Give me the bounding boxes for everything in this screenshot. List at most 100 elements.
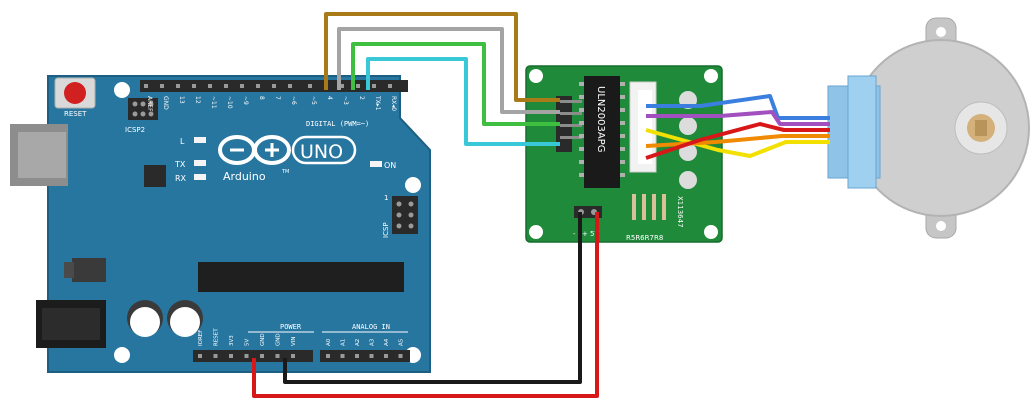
led-l <box>194 137 206 143</box>
digital-pin <box>356 84 360 88</box>
on-label: ON <box>384 161 396 170</box>
icsp-pin1-label: 1 <box>384 194 388 202</box>
power-pin <box>213 354 218 358</box>
digital-pin <box>388 84 392 88</box>
mounting-hole <box>114 82 130 98</box>
analog-pin-label: A2 <box>355 339 361 346</box>
uln2003-chip <box>579 76 625 188</box>
chip-leg <box>620 82 625 86</box>
chip-label: ULN2003APG <box>595 86 606 152</box>
digital-pin <box>256 84 260 88</box>
power-pin <box>260 354 264 358</box>
chip-leg <box>579 121 584 125</box>
digital-pin-label: TX▸1 <box>374 95 381 111</box>
usb-connector <box>10 124 68 186</box>
stepper-motor <box>827 17 1030 239</box>
led-tx-label: TX <box>174 160 186 169</box>
power-pin-label: 3V3 <box>229 335 235 346</box>
motor-wire-red <box>645 122 830 160</box>
power-pin-label: RESET <box>214 328 220 346</box>
chip-leg <box>579 82 584 86</box>
analog-pin-label: A4 <box>384 338 390 346</box>
analog-pin-labels: A0 A1 A2 A3 A4 A5 <box>326 338 405 346</box>
signal-wires <box>324 12 560 146</box>
trademark: TM <box>281 169 289 175</box>
power-pin-label: GND <box>276 333 282 346</box>
mounting-hole <box>704 225 718 239</box>
motor-wire-blue <box>646 94 830 120</box>
digital-pin <box>144 84 148 88</box>
chip-leg <box>620 160 625 164</box>
analog-pin <box>369 354 374 358</box>
analog-pin-label: A0 <box>326 338 332 346</box>
digital-pin <box>340 84 344 88</box>
digital-pin <box>192 84 196 88</box>
digital-label: DIGITAL (PWM=~) <box>306 120 369 128</box>
brand-label: Arduino <box>223 170 266 183</box>
digital-pin-label: ~10 <box>226 96 233 109</box>
digital-pin <box>176 84 180 88</box>
capacitor <box>167 300 203 337</box>
wire-pin11-to-in4 <box>366 57 560 146</box>
chip-leg <box>579 147 584 151</box>
chip-leg <box>620 121 625 125</box>
power-minus-label: - <box>573 230 576 238</box>
analog-pin-label: A5 <box>399 338 405 346</box>
digital-pin <box>224 84 228 88</box>
digital-pin <box>308 84 312 88</box>
power-pin <box>198 354 202 358</box>
connector-label: X113647 <box>676 196 684 228</box>
mounting-hole <box>405 177 421 193</box>
led-rx-label: RX <box>175 174 187 183</box>
led-rx <box>194 174 206 180</box>
reset-label: RESET <box>64 110 87 118</box>
power-label: POWER <box>280 323 302 331</box>
analog-pin-label: A1 <box>341 339 347 346</box>
icsp-label: ICSP <box>382 222 390 238</box>
power-5v-label: 5V <box>590 230 599 238</box>
digital-pin-label: ~11 <box>210 96 217 109</box>
resistor-array <box>632 194 666 220</box>
led-tx <box>194 160 206 166</box>
power-pin <box>275 354 280 358</box>
analog-pin <box>398 354 403 358</box>
led-on <box>370 161 382 167</box>
digital-pin-label: ~9 <box>242 96 249 105</box>
digital-pin-label: 7 <box>274 96 281 100</box>
motor-connector <box>629 81 657 173</box>
wire-gnd <box>283 212 582 384</box>
digital-pin <box>288 84 292 88</box>
power-pin <box>229 354 233 358</box>
digital-pin-label: 12 <box>194 96 201 104</box>
power-pin-label: IOREF <box>198 330 204 346</box>
analog-pin <box>355 354 359 358</box>
digital-pin <box>208 84 212 88</box>
icsp-header <box>392 196 418 234</box>
digital-pin-label: 8 <box>258 96 265 100</box>
chip-leg <box>579 134 584 138</box>
analog-pin <box>340 354 345 358</box>
reset-button[interactable] <box>54 77 96 109</box>
power-plus-label: + <box>582 230 588 238</box>
led-l-label: L <box>180 137 185 146</box>
chip-leg <box>579 95 584 99</box>
chip-leg <box>620 173 625 177</box>
atmega-microcontroller <box>198 262 404 292</box>
digital-pin <box>272 84 276 88</box>
uno-label: UNO <box>300 141 343 163</box>
wire-5v <box>252 212 599 398</box>
arduino-infinity-logo <box>218 135 291 165</box>
analog-pin-label: A3 <box>370 338 376 346</box>
digital-pin-label: GND <box>162 96 169 110</box>
motor-wires <box>645 94 830 160</box>
analog-pin <box>384 354 388 358</box>
chip-leg <box>579 173 584 177</box>
analog-pin <box>326 354 330 358</box>
digital-pin <box>240 84 244 88</box>
digital-pin <box>160 84 164 88</box>
power-wires <box>252 212 599 398</box>
